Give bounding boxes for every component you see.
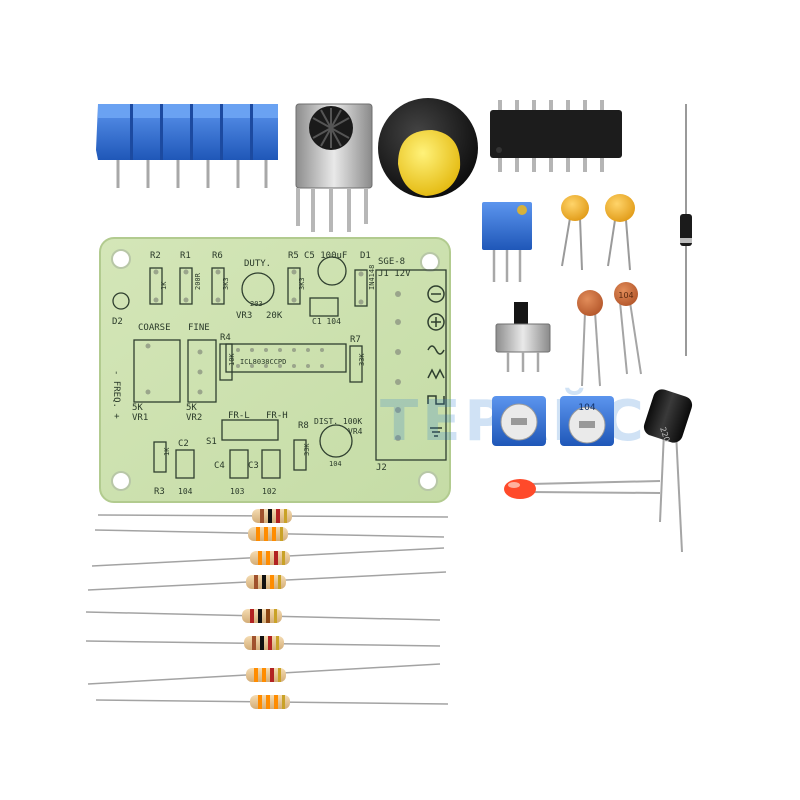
silk-c3: C3: [248, 461, 259, 471]
header-pins: [116, 160, 268, 188]
diode-band: [680, 238, 692, 243]
ic-notch: [496, 147, 502, 153]
silk-c4: C4: [214, 461, 225, 471]
knob-yellow-cap: [398, 130, 461, 196]
electrolytic-capacitor: 220: [643, 389, 693, 553]
switch-handle: [514, 302, 528, 328]
silk-r4-value: 10K: [228, 353, 236, 366]
silk-fr-h: FR-H: [266, 411, 288, 421]
black-knob: [378, 98, 478, 198]
pcb-pads: [145, 269, 401, 441]
silk-r3: R3: [154, 487, 165, 497]
silk-duty: DUTY.: [244, 259, 271, 269]
yellow-cap-2: [605, 194, 635, 271]
silk-c4-value: 103: [230, 487, 245, 496]
silk-vr4-value: 104: [329, 460, 342, 468]
silk-vr3: VR3: [236, 311, 252, 321]
resistor-5: [85, 609, 441, 623]
silk-r5: R5: [288, 251, 299, 261]
resistor-7: [87, 663, 441, 685]
silk-vr2: VR2: [186, 413, 202, 423]
pcb-silkscreen: R2 R1 R6 DUTY. R5 C5 100uF D1 SGE-8 J1 1…: [111, 251, 411, 497]
resistors: [85, 509, 449, 709]
pcb-terminal-symbols: [427, 285, 445, 437]
trimmer-legs: [492, 250, 522, 282]
silk-c1: C1 104: [312, 317, 341, 326]
silk-c5: C5 100uF: [304, 251, 347, 261]
silk-r2-value: 1K: [160, 281, 168, 290]
diode-vertical: [680, 104, 692, 356]
pcb-outlines: [112, 256, 447, 479]
silk-sge8: SGE-8: [378, 257, 405, 267]
silk-s1: S1: [206, 437, 217, 447]
ic-pins-bottom: [498, 156, 604, 172]
header-ribs: [130, 104, 253, 160]
blue-pin-header: [96, 104, 278, 188]
silk-freq: - FREQ. +: [111, 370, 121, 419]
silk-d2: D2: [112, 317, 123, 327]
silk-r5-value: 3K3: [298, 277, 306, 290]
resistor-4: [87, 571, 447, 591]
rotary-potentiometer: [295, 103, 373, 232]
silk-20k: 20K: [266, 311, 283, 321]
pcb-resistor-values: 1K 200R 3K3 3K3 10K 33K 33K 1K IN4148: [160, 265, 376, 456]
silk-r7: R7: [350, 335, 361, 345]
ceramic-cap-2-label: 104: [618, 291, 633, 300]
ic-body: [490, 110, 622, 158]
silk-j2: J2: [376, 463, 387, 473]
dip-ic: [490, 100, 622, 172]
switch-body: [495, 323, 551, 353]
resistor-2: [94, 527, 445, 541]
trimmer-screw: [517, 205, 527, 215]
silk-j1: J1 12V: [378, 269, 411, 279]
yellow-cap-1: [561, 195, 589, 271]
pot-legs: [296, 188, 368, 232]
pot-knurl: [312, 108, 350, 148]
silk-vr1: VR1: [132, 413, 148, 423]
pcb-board: R2 R1 R6 DUTY. R5 C5 100uF D1 SGE-8 J1 1…: [99, 237, 451, 503]
silk-r1: R1: [180, 251, 191, 261]
red-led: [504, 479, 661, 499]
silk-5k-b: 5K: [186, 403, 197, 413]
trimmer-pot-2: 104: [560, 396, 614, 446]
silk-dist: DIST. 100K: [314, 417, 362, 426]
silk-c2-value: 104: [178, 487, 193, 496]
slide-switch: [495, 302, 551, 372]
silk-ic: ICL8038CCPD: [240, 358, 286, 366]
silk-5k-a: 5K: [132, 403, 143, 413]
electrolytic-label: 220: [658, 426, 671, 443]
silk-r3-value: 1K: [163, 447, 171, 456]
silk-vr3-value: 203: [250, 300, 263, 308]
silk-d1-value: IN4148: [368, 265, 376, 290]
silk-r6: R6: [212, 251, 223, 261]
mount-holes: [111, 249, 440, 491]
resistor-8: [95, 695, 449, 709]
silk-r1-value: 200R: [194, 272, 202, 290]
blue-trimmer: [482, 202, 532, 282]
resistor-6: [85, 636, 441, 650]
ceramic-cap-1: [577, 290, 603, 387]
silk-r6-value: 3K3: [222, 277, 230, 290]
resistor-1: [97, 509, 449, 523]
silk-r2: R2: [150, 251, 161, 261]
ceramic-cap-2: 104: [614, 282, 642, 375]
header-top: [98, 104, 278, 118]
silk-c2: C2: [178, 439, 189, 449]
silk-c3-value: 102: [262, 487, 277, 496]
silk-coarse: COARSE: [138, 323, 171, 333]
trimmer-pot-1: [492, 396, 546, 446]
silk-r7-value: 33K: [358, 353, 366, 366]
silk-fine: FINE: [188, 323, 210, 333]
trimmer-pot-2-label: 104: [578, 403, 595, 413]
silk-vr4: VR4: [348, 427, 363, 436]
silk-fr-l: FR-L: [228, 411, 250, 421]
resistor-3: [91, 547, 445, 567]
silk-d1: D1: [360, 251, 371, 261]
silk-r4: R4: [220, 333, 231, 343]
silk-r8: R8: [298, 421, 309, 431]
silk-r8-value: 33K: [303, 443, 311, 456]
